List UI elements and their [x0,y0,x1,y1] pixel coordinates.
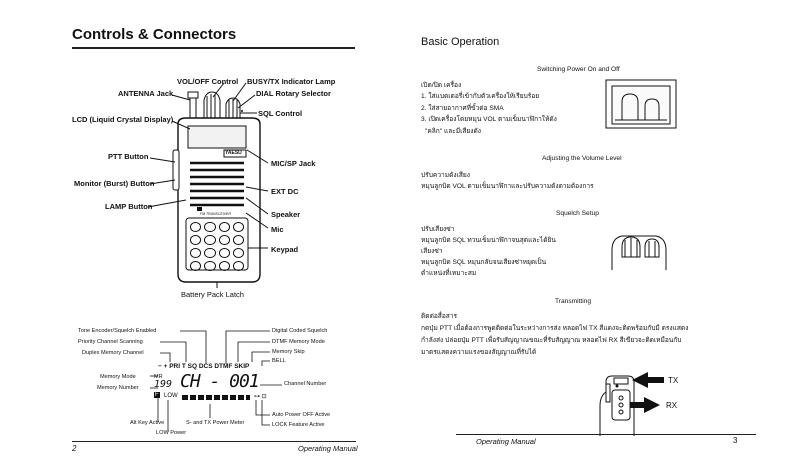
squelch-line-1: ปรับเสียงซ่า [421,226,455,233]
section-heading-power: Switching Power On and Off [537,66,620,73]
label-ptt: PTT Button [108,152,149,161]
lcd-top-row: − + PRI T SQ DCS DTMF SKIP [158,363,250,370]
right-footer-page-number: 3 [733,436,738,445]
volume-line-1: ปรับความดังเสียง [421,172,470,179]
tx-line-3: กำลังส่ง ปล่อยปุ่ม PTT เพื่อรับสัญญาณขณะ… [421,337,682,344]
lcd-label-duplex-memory: Duplex Memory Channel [82,350,144,356]
radio-model: FM TRANSCEIVER [200,212,231,216]
lcd-panel: − + PRI T SQ DCS DTMF SKIP MR 199 CH - 0… [154,363,267,408]
lcd-label-priority-scan: Priority Channel Scanning [78,339,143,345]
key [190,248,202,258]
right-footer-rule [456,434,756,435]
label-vol-off: VOL/OFF Control [177,77,239,86]
tx-arrow-label: TX [668,376,679,385]
section-heading-transmitting: Transmitting [555,298,592,305]
label-busy-tx: BUSY/TX Indicator Lamp [247,77,336,86]
lcd-lock-icon: ⊶ ⊡ [254,394,267,400]
lcd-label-digital-coded: Digital Coded Squelch [272,328,328,334]
power-line-2: 1. ใส่แบตเตอรี่เข้ากับตัวเครื่องให้เรียบ… [421,93,540,100]
key [204,248,216,258]
label-antenna: ANTENNA Jack [118,89,174,98]
key [204,222,216,232]
key [218,248,230,258]
lcd-memory-number: 199 [154,379,173,390]
left-footer-rule [72,441,356,442]
key [204,235,216,245]
lcd-label-lock: LOCK Feature Active [272,422,325,428]
lcd-label-alt-key: Alt Key Active [130,420,165,426]
lcd-main-display: CH - 001 [180,371,260,392]
lcd-label-memory-skip: Memory Skip [272,349,305,355]
tx-line-4: มาตรแสดงความแรงของสัญญาณที่รับได้ [421,349,537,356]
lcd-meter-bar [182,395,250,400]
lcd-label-tone-encoder: Tone Encoder/Squelch Enabled [78,328,157,334]
key [232,261,244,271]
power-line-3: 2. ใส่สายอากาศที่ขั้วต่อ SMA [421,105,504,112]
tx-line-2: กดปุ่ม PTT เมื่อต้องการพูดติดต่อในระหว่า… [421,325,689,332]
squelch-line-5: ตำแหน่งที่เหมาะสม [421,270,477,277]
squelch-line-3: เสียงซ่า [421,248,443,255]
key [190,261,202,271]
left-footer-manual: Operating Manual [298,444,358,453]
right-footer-manual: Operating Manual [476,437,536,446]
label-lamp: LAMP Button [105,202,153,211]
label-ext-dc: EXT DC [271,187,299,196]
lcd-label-memory-mode: Memory Mode [100,374,136,380]
label-lcd: LCD (Liquid Crystal Display) [72,115,174,124]
lcd-label-low-power: LOW Power [156,430,187,436]
power-line-5: "คลิก" และมีเสียงดัง [425,128,481,135]
label-battery: Battery Pack Latch [181,290,244,299]
section-heading-volume: Adjusting the Volume Level [542,155,622,162]
lcd-label-dtmf-mode: DTMF Memory Mode [272,339,325,345]
left-footer-page-number: 2 [72,444,77,453]
radio-keypad [190,222,244,271]
right-page-title: Basic Operation [421,36,500,48]
left-page-title: Controls & Connectors [72,26,237,43]
key [190,235,202,245]
key [232,248,244,258]
radio-brand: YAESU [225,150,242,156]
section-heading-squelch: Squelch Setup [556,210,599,217]
tx-line-1: ติดต่อสื่อสาร [421,313,458,320]
lcd-mr: MR [154,374,163,380]
lcd-label-auto-power-off: Auto Power OFF Active [272,412,331,418]
lcd-label-s-tx-meter: S- and TX Power Meter [186,420,245,426]
key [218,235,230,245]
rx-arrow-label: RX [666,401,678,410]
key [218,222,230,232]
squelch-line-2: หมุนลูกบิด SQL ทวนเข็มนาฬิกาจนสุดและได้ย… [421,237,556,244]
power-line-1: เปิด/ปิด เครื่อง [421,82,462,89]
label-mic: Mic [271,225,284,234]
key [232,222,244,232]
label-dial: DIAL Rotary Selector [256,89,331,98]
volume-line-2: หมุนลูกบิด VOL ตามเข็มนาฬิกาและปรับความด… [421,183,594,190]
lcd-label-bell: BELL [272,358,286,364]
key [190,222,202,232]
key [232,235,244,245]
label-speaker: Speaker [271,210,301,219]
power-line-4: 3. เปิดเครื่องโดยหมุน VOL ตามเข็มนาฬิกาใ… [421,116,557,123]
key [218,261,230,271]
label-mic-sp: MIC/SP Jack [271,159,316,168]
lcd-label-channel-number: Channel Number [284,381,327,387]
label-sql: SQL Control [258,109,303,118]
lcd-low: LOW [164,393,178,399]
label-keypad: Keypad [271,245,299,254]
lcd-f-key: F [154,392,160,398]
squelch-line-4: หมุนลูกบิด SQL หมุนกลับจนเสียงซ่าหยุดเป็… [421,259,547,266]
label-monitor: Monitor (Burst) Button [74,179,155,188]
key [204,261,216,271]
lcd-label-memory-number: Memory Number [97,385,139,391]
title-rule [72,47,355,49]
